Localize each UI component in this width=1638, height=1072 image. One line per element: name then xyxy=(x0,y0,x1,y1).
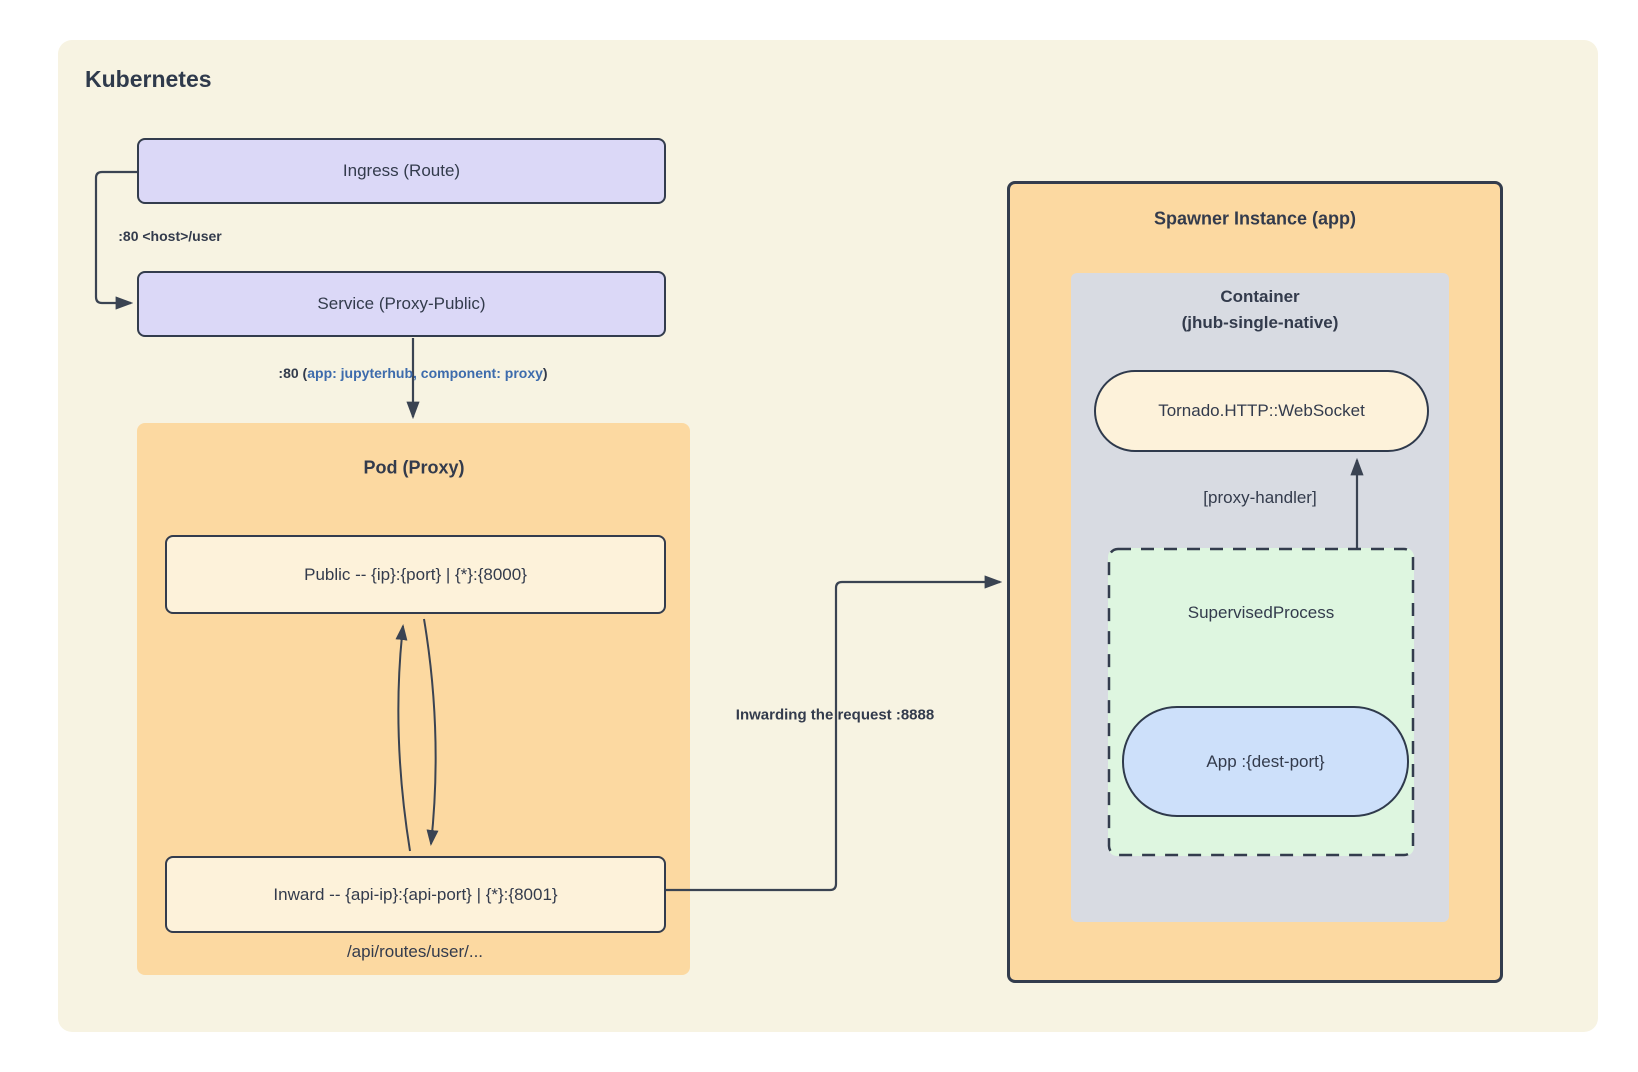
app-dest-port-node: App :{dest-port} xyxy=(1122,706,1409,817)
inwarding-request-edge-label: Inwarding the request :8888 xyxy=(735,706,935,724)
ingress-label: Ingress (Route) xyxy=(342,161,461,180)
kubernetes-title: Kubernetes xyxy=(85,66,212,92)
inward-endpoint-node: Inward -- {api-ip}:{api-port} | {*}:{800… xyxy=(165,856,666,933)
spawner-instance-title: Spawner Instance (app) xyxy=(1153,208,1357,229)
supervised-process-label: SupervisedProcess xyxy=(1187,603,1335,622)
proxy-handler-edge-label: [proxy-handler] xyxy=(1203,488,1317,507)
service-pod-edge-label-prefix: :80 ( xyxy=(278,365,308,381)
container-title-line1: Container xyxy=(1220,287,1300,306)
public-endpoint-label: Public -- {ip}:{port} | {*}:{8000} xyxy=(304,564,527,584)
service-label: Service (Proxy-Public) xyxy=(317,294,486,313)
ingress-service-edge-label: :80 <host>/user xyxy=(118,228,222,244)
ingress-node: Ingress (Route) xyxy=(137,138,666,204)
websocket-node: Tornado.HTTP::WebSocket xyxy=(1094,370,1429,452)
service-pod-edge-label-suffix: ) xyxy=(542,365,548,381)
service-pod-edge-label: :80 (app: jupyterhub, component: proxy) xyxy=(278,365,547,381)
websocket-label: Tornado.HTTP::WebSocket xyxy=(1158,401,1365,420)
api-route-label: /api/routes/user/... xyxy=(346,942,484,961)
app-dest-port-label: App :{dest-port} xyxy=(1206,751,1325,771)
pod-proxy-title: Pod (Proxy) xyxy=(363,457,465,478)
container-title-line2: (jhub-single-native) xyxy=(1181,313,1339,332)
container-title: Container (jhub-single-native) xyxy=(1182,284,1339,336)
public-endpoint-node: Public -- {ip}:{port} | {*}:{8000} xyxy=(165,535,666,614)
service-pod-edge-label-selector: app: jupyterhub, component: proxy xyxy=(307,365,543,381)
inward-endpoint-label: Inward -- {api-ip}:{api-port} | {*}:{800… xyxy=(273,884,558,904)
service-node: Service (Proxy-Public) xyxy=(137,271,666,337)
